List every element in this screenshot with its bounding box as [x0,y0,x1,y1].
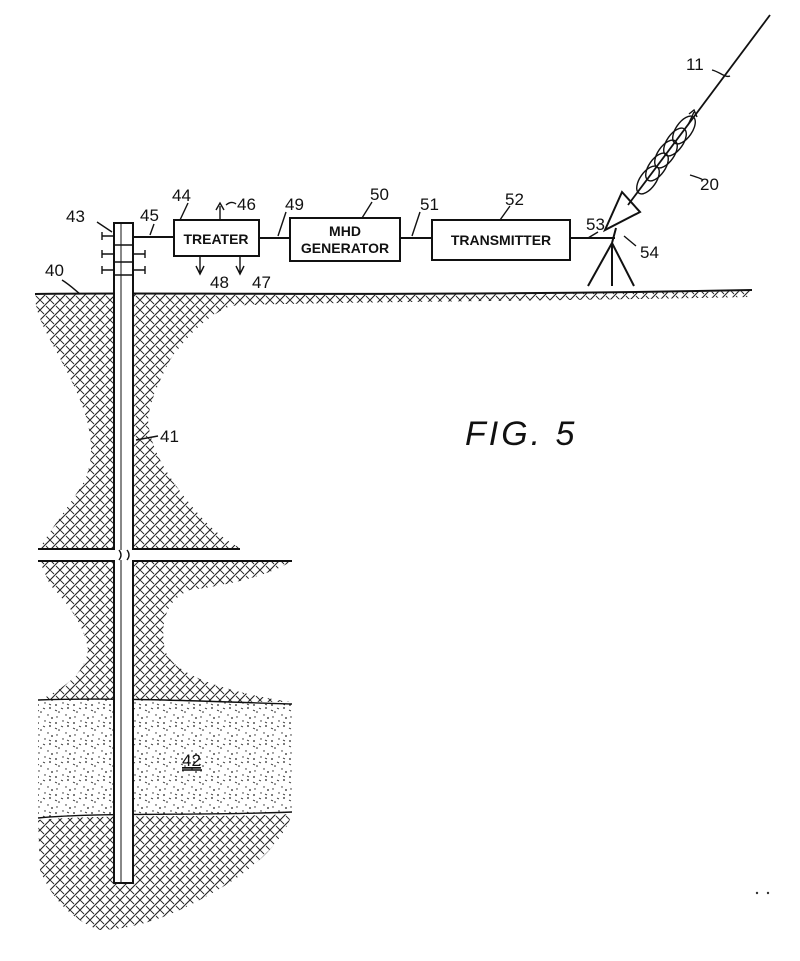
ref-42: 42 [182,751,201,770]
ref-49: 49 [285,195,304,214]
ref-51: 51 [420,195,439,214]
ref-20: 20 [700,175,719,194]
earth-upper-formation [35,291,750,548]
ref-11: 11 [686,55,704,74]
ref-44: 44 [172,186,191,205]
ref-54: 54 [640,243,659,262]
ref-52: 52 [505,190,524,209]
casing-break-mark [118,549,130,561]
figure-title: FIG. 5 [465,415,577,453]
ref-50: 50 [370,185,389,204]
pay-zone-formation [38,699,292,818]
speck [755,891,759,895]
ref-53: 53 [586,215,605,234]
ref-47: 47 [252,273,271,292]
treater-label: TREATER [183,231,248,247]
ref-40: 40 [45,261,64,280]
casing-break-gap [112,550,135,560]
ref-41: 41 [160,427,179,446]
mhd-label-line2: GENERATOR [301,240,389,256]
ref-46: 46 [237,195,256,214]
helix-20 [636,108,698,195]
pay-zone-bottom-line [37,811,293,819]
treater-gas-outlet-46 [215,201,225,220]
earth-bottom-formation [38,814,292,930]
pay-zone-top-line [37,698,293,705]
beam-11 [627,14,771,206]
wellhead [101,232,146,276]
treater-outlet-48 [195,256,205,276]
earth-middle-formation [40,562,290,702]
ref-43: 43 [66,207,85,226]
ref-48: 48 [210,273,229,292]
treater-outlet-47 [235,256,245,276]
speck [766,891,770,895]
ref-45: 45 [140,206,159,225]
ground-surface-line [34,289,753,295]
mhd-label-line1: MHD [329,223,361,239]
reference-leaders [61,69,731,441]
transmitter-label: TRANSMITTER [451,232,551,248]
mhd-generator-box [289,217,401,262]
transmitter-box [431,219,571,261]
treater-box [173,219,260,257]
